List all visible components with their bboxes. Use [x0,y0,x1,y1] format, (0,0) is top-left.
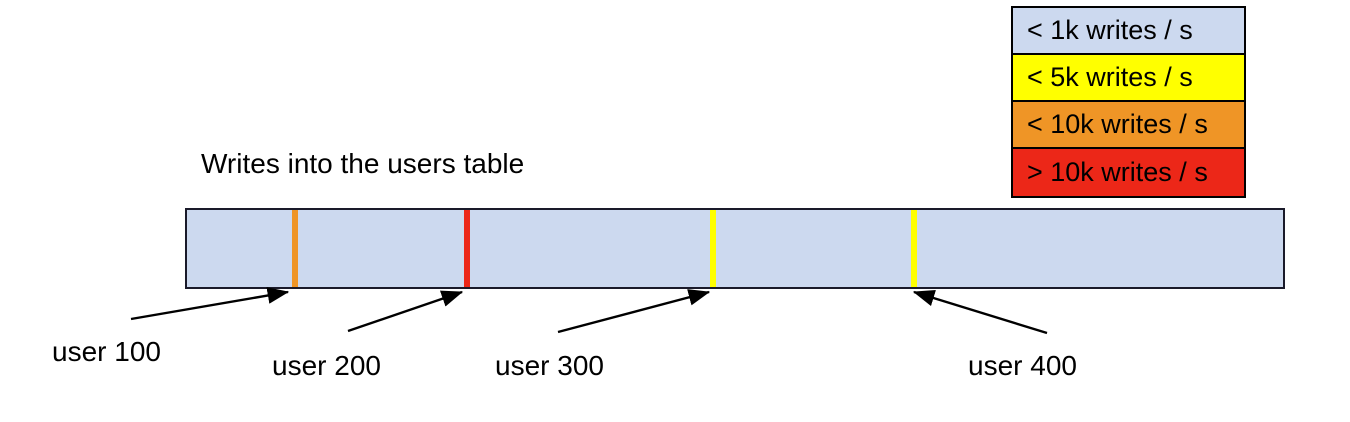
callout-user-100-label: user 100 [52,336,161,367]
stripe-user-400 [911,210,918,287]
keyspace-bar-container [185,208,1285,289]
legend-item-4: > 10k writes / s [1013,149,1244,196]
stripe-user-300 [709,210,716,287]
legend-item-label: < 5k writes / s [1027,62,1193,92]
legend-item-label: < 1k writes / s [1027,15,1193,45]
legend-item-label: > 10k writes / s [1027,157,1208,187]
legend: < 1k writes / s < 5k writes / s < 10k writ… [1011,6,1246,198]
keyspace-bar [185,208,1285,289]
callout-user-200-arrow [347,290,464,333]
stripe-user-200 [464,210,471,287]
callout-user-300-label: user 300 [495,350,604,381]
callout-user-200-label: user 200 [272,350,381,381]
legend-item-2: < 5k writes / s [1013,55,1244,102]
legend-item-label: < 10k writes / s [1027,109,1208,139]
callout-user-400-arrow [912,289,1048,335]
stripe-user-100 [292,210,299,287]
callout-user-400-label: user 400 [968,350,1077,381]
callout-user-100-arrow [130,287,290,321]
legend-item-1: < 1k writes / s [1013,8,1244,55]
chart-caption: Writes into the users table [201,148,525,179]
legend-item-3: < 10k writes / s [1013,102,1244,149]
callout-user-300-arrow [557,289,711,334]
